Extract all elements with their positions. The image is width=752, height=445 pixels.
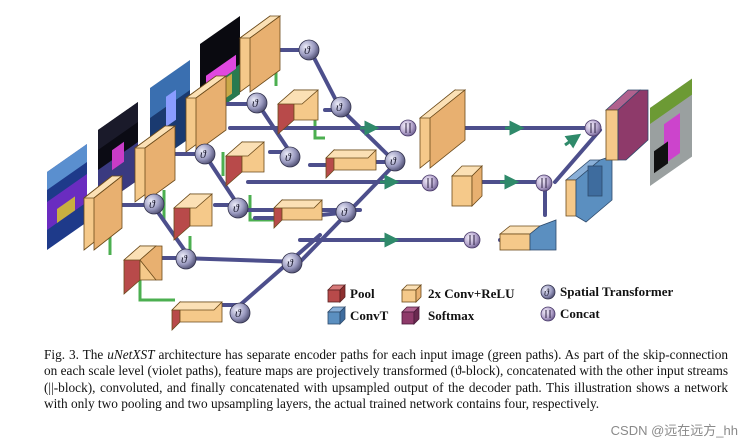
softmax-output bbox=[604, 89, 649, 161]
pool-conv-level-3 bbox=[224, 141, 266, 187]
conv-block-decoder-mid bbox=[451, 165, 483, 207]
legend-softmax-label: Softmax bbox=[428, 308, 475, 323]
conv-block bbox=[133, 125, 177, 203]
transformer-node: ϑ bbox=[298, 39, 320, 61]
caption-fig-label: Fig. 3. The bbox=[44, 347, 108, 362]
transformer-node: ϑ bbox=[143, 193, 165, 215]
legend-conv-label: 2x Conv+ReLU bbox=[428, 286, 515, 301]
decoder-blocks bbox=[451, 89, 649, 251]
caption-body: architecture has separate encoder paths … bbox=[44, 347, 728, 412]
concat-node bbox=[535, 174, 553, 192]
conv-block bbox=[184, 75, 228, 153]
flow-arrows bbox=[360, 120, 582, 248]
legend-spatial-transformer: ϑ Spatial Transformer bbox=[540, 284, 673, 300]
svg-text:ϑ: ϑ bbox=[181, 252, 188, 266]
legend-concat-label: Concat bbox=[560, 306, 600, 321]
transformer-node: ϑ bbox=[227, 197, 249, 219]
legend: Pool 2x Conv+ReLU ϑ Spatial Transformer … bbox=[327, 284, 673, 325]
transformer-node: ϑ bbox=[384, 150, 406, 172]
caption-arch-name: uNetXST bbox=[107, 347, 155, 362]
concat-nodes bbox=[399, 119, 602, 249]
concat-node bbox=[584, 119, 602, 137]
transformer-node: ϑ bbox=[281, 252, 303, 274]
legend-transformer-label: Spatial Transformer bbox=[560, 284, 673, 299]
watermark: CSDN @远在远方_hh bbox=[610, 423, 738, 438]
transformer-node: ϑ bbox=[246, 92, 268, 114]
architecture-diagram: ϑ ϑ ϑ ϑ ϑ ϑ ϑ ϑ ϑ ϑ ϑ ϑ Pool 2x Conv+ReL… bbox=[47, 15, 692, 331]
legend-pool-label: Pool bbox=[350, 286, 375, 301]
spatial-transformer-nodes: ϑ ϑ ϑ ϑ ϑ ϑ ϑ ϑ ϑ ϑ ϑ ϑ bbox=[143, 39, 406, 324]
svg-text:ϑ: ϑ bbox=[233, 201, 240, 215]
pool-conv-bottom-3 bbox=[325, 149, 377, 179]
transformer-node: ϑ bbox=[335, 201, 357, 223]
legend-convt: ConvT bbox=[327, 306, 389, 325]
svg-text:ϑ: ϑ bbox=[304, 43, 311, 57]
conv-block bbox=[82, 175, 124, 251]
concat-node bbox=[399, 119, 417, 137]
pool-conv-level-2 bbox=[172, 193, 214, 241]
svg-text:ϑ: ϑ bbox=[544, 288, 550, 299]
legend-softmax: Softmax bbox=[401, 306, 475, 325]
svg-text:ϑ: ϑ bbox=[287, 256, 294, 270]
output-image bbox=[650, 78, 692, 186]
svg-text:ϑ: ϑ bbox=[390, 154, 397, 168]
figure-caption: Fig. 3. The uNetXST architecture has sep… bbox=[44, 347, 728, 413]
svg-text:ϑ: ϑ bbox=[200, 147, 207, 161]
transformer-node: ϑ bbox=[229, 302, 251, 324]
transformer-node: ϑ bbox=[175, 248, 197, 270]
svg-text:ϑ: ϑ bbox=[341, 205, 348, 219]
pool-conv-level-1 bbox=[122, 245, 163, 295]
transformer-node: ϑ bbox=[330, 96, 352, 118]
encoder-blocks bbox=[82, 15, 467, 251]
svg-text:ϑ: ϑ bbox=[336, 100, 343, 114]
conv-block bbox=[418, 89, 467, 169]
legend-convt-label: ConvT bbox=[350, 308, 389, 323]
svg-text:ϑ: ϑ bbox=[252, 96, 259, 110]
concat-node bbox=[421, 174, 439, 192]
conv-block bbox=[238, 15, 282, 93]
svg-text:ϑ: ϑ bbox=[235, 306, 242, 320]
transformer-node: ϑ bbox=[194, 143, 216, 165]
pool-conv-bottom-1 bbox=[171, 301, 223, 331]
pool-conv-blocks bbox=[122, 89, 377, 331]
svg-text:ϑ: ϑ bbox=[149, 197, 156, 211]
legend-pool: Pool bbox=[327, 284, 375, 303]
concat-node bbox=[463, 231, 481, 249]
svg-text:ϑ: ϑ bbox=[285, 150, 292, 164]
pool-conv-level-4 bbox=[276, 89, 320, 135]
transformer-node: ϑ bbox=[279, 146, 301, 168]
conv-block-decoder-low bbox=[498, 219, 557, 251]
convt-block-mid bbox=[564, 155, 613, 223]
input-image-1 bbox=[47, 143, 87, 250]
legend-concat: Concat bbox=[540, 306, 600, 322]
legend-conv: 2x Conv+ReLU bbox=[401, 284, 515, 303]
pool-conv-bottom-2 bbox=[273, 199, 323, 229]
